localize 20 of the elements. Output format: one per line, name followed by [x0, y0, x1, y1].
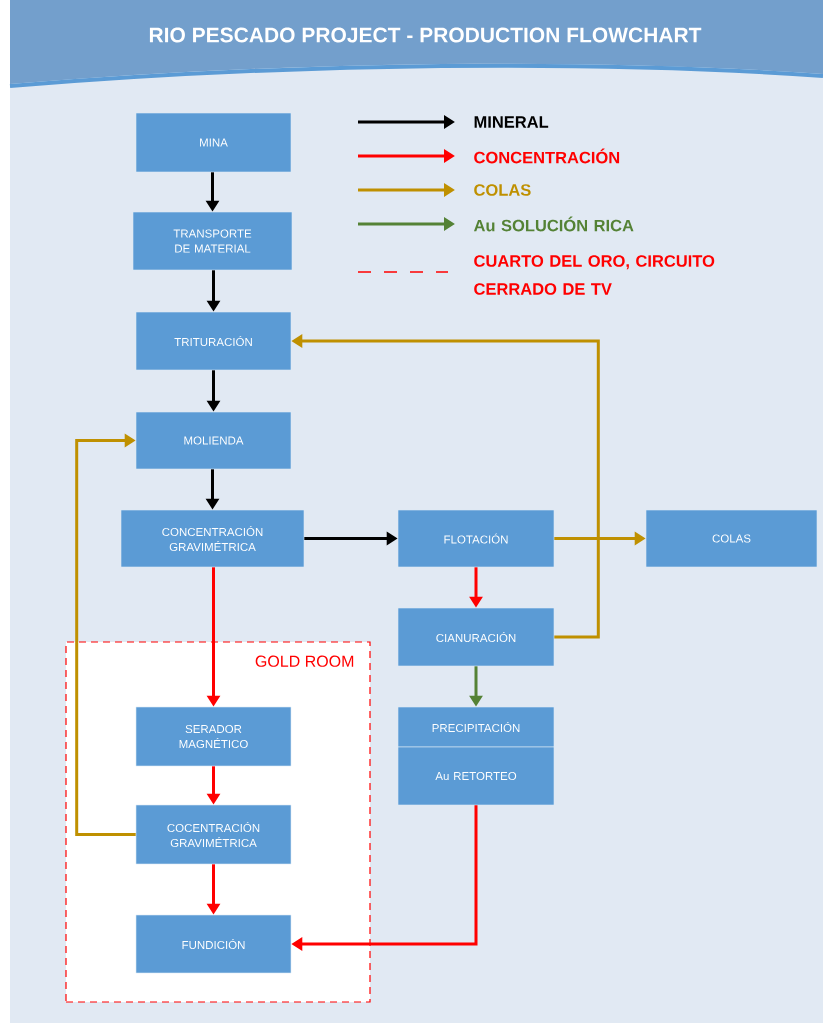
process-box: TRANSPORTE DE MATERIAL	[132, 211, 293, 271]
legend-label: COLAS	[474, 184, 531, 196]
process-box: TRITURACIÓN	[135, 311, 292, 371]
process-box: COLAS	[645, 509, 818, 568]
arrow	[75, 433, 136, 836]
process-box: FUNDICIÓN	[135, 914, 292, 974]
process-box: PRECIPITACIÓN	[397, 706, 555, 748]
process-box: COCENTRACIÓN GRAVIMÉTRICA	[135, 804, 292, 865]
process-box: MOLIENDA	[135, 411, 292, 470]
process-box: SERADOR MAGNÉTICO	[135, 706, 292, 767]
legend-label: CUARTO DEL ORO, CIRCUITO CERRADO DE TV	[474, 255, 715, 295]
process-box: MINA	[135, 112, 292, 173]
process-box: CIANURACIÓN	[397, 607, 555, 667]
title: RIO PESCADO PROJECT - PRODUCTION FLOWCHART	[149, 27, 702, 43]
process-box: Au RETORTEO	[397, 746, 555, 806]
process-box: FLOTACIÓN	[397, 509, 555, 568]
legend-label: CONCENTRACIÓN	[474, 148, 620, 164]
legend-label: MINERAL	[474, 116, 549, 128]
legend-label: Au SOLUCIÓN RICA	[473, 216, 634, 232]
process-box: CONCENTRACIÓN GRAVIMÉTRICA	[120, 509, 305, 568]
